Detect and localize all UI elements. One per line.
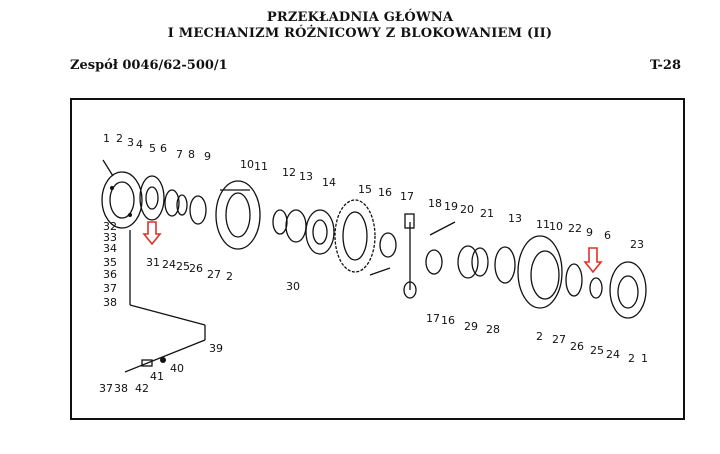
callout-number: 6 xyxy=(160,142,167,155)
callout-number: 10 xyxy=(240,158,254,171)
callout-number: 40 xyxy=(170,362,184,375)
assembly-number: Zespół 0046/62-500/1 xyxy=(70,58,228,73)
title-line-1: PRZEKŁADNIA GŁÓWNA xyxy=(266,10,454,25)
carrier-housing xyxy=(215,180,261,250)
callout-number: 13 xyxy=(299,170,313,183)
highlight-arrow-right xyxy=(583,247,603,274)
bearing-right-21 xyxy=(457,245,516,284)
callout-number: 13 xyxy=(508,212,522,225)
callout-number: 2 xyxy=(628,352,635,365)
callout-number: 9 xyxy=(586,226,593,239)
callout-number: 24 xyxy=(162,258,176,271)
callout-number: 11 xyxy=(254,160,268,173)
callout-number: 26 xyxy=(570,340,584,353)
page-code: T-28 xyxy=(650,58,682,73)
callout-number: 12 xyxy=(282,166,296,179)
callout-number: 10 xyxy=(549,220,563,233)
locking-linkage xyxy=(124,230,206,373)
callout-number: 38 xyxy=(103,296,117,309)
callout-number: 38 xyxy=(114,382,128,395)
callout-number: 24 xyxy=(606,348,620,361)
bearing-12-13 xyxy=(272,209,307,243)
left-housing xyxy=(101,159,143,229)
callout-number: 11 xyxy=(536,218,550,231)
callout-number: 3 xyxy=(127,136,134,149)
callout-number: 15 xyxy=(358,183,372,196)
callout-number: 17 xyxy=(400,190,414,203)
callout-number: 25 xyxy=(590,344,604,357)
callout-number: 26 xyxy=(189,262,203,275)
callout-number: 2 xyxy=(226,270,233,283)
callout-number: 32 xyxy=(103,220,117,233)
callout-number: 22 xyxy=(568,222,582,235)
callout-number: 35 xyxy=(103,256,117,269)
cage-14 xyxy=(305,209,335,255)
diagram-frame xyxy=(70,98,685,420)
callout-number: 2 xyxy=(116,132,123,145)
callout-number: 16 xyxy=(378,186,392,199)
callout-number: 6 xyxy=(604,229,611,242)
callout-number: 36 xyxy=(103,268,117,281)
callout-number: 33 xyxy=(103,231,117,244)
callout-number: 21 xyxy=(480,207,494,220)
callout-number: 18 xyxy=(428,197,442,210)
right-housing xyxy=(517,235,603,309)
callout-number: 42 xyxy=(135,382,149,395)
callout-number: 1 xyxy=(103,132,110,145)
callout-number: 5 xyxy=(149,142,156,155)
callout-number: 27 xyxy=(552,333,566,346)
callout-number: 37 xyxy=(103,282,117,295)
title-line-2: I MECHANIZM RÓŻNICOWY Z BLOKOWANIEM (II) xyxy=(167,26,553,41)
callout-number: 31 xyxy=(146,256,160,269)
callout-number: 25 xyxy=(176,260,190,273)
callout-number: 30 xyxy=(286,280,300,293)
callout-number: 37 xyxy=(99,382,113,395)
callout-number: 17 xyxy=(426,312,440,325)
callout-number: 27 xyxy=(207,268,221,281)
callout-number: 20 xyxy=(460,203,474,216)
callout-number: 34 xyxy=(103,242,117,255)
callout-number: 19 xyxy=(444,200,458,213)
left-cover xyxy=(139,175,165,221)
callout-number: 9 xyxy=(204,150,211,163)
ring-gear-15 xyxy=(334,199,376,273)
callout-number: 28 xyxy=(486,323,500,336)
differential-spider xyxy=(369,213,456,299)
right-cover-23 xyxy=(609,261,647,319)
bearing-set-left xyxy=(164,189,207,225)
callout-number: 4 xyxy=(136,138,143,151)
callout-number: 2 xyxy=(536,330,543,343)
callout-number: 16 xyxy=(441,314,455,327)
callout-number: 41 xyxy=(150,370,164,383)
highlight-arrow-left xyxy=(142,221,162,246)
callout-number: 14 xyxy=(322,176,336,189)
callout-number: 8 xyxy=(188,148,195,161)
callout-number: 1 xyxy=(641,352,648,365)
callout-number: 39 xyxy=(209,342,223,355)
callout-number: 23 xyxy=(630,238,644,251)
callout-number: 29 xyxy=(464,320,478,333)
callout-number: 7 xyxy=(176,148,183,161)
